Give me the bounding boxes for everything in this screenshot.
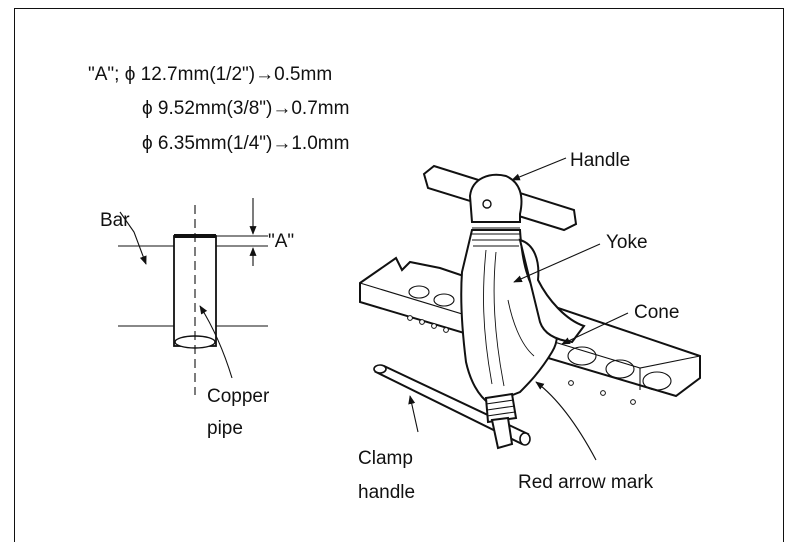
label-bar: Bar (100, 210, 130, 231)
label-copper: Copper (207, 386, 270, 407)
label-yoke: Yoke (606, 232, 648, 253)
label-a-dimension: "A" (268, 231, 294, 252)
label-handle: Handle (570, 150, 630, 171)
label-clamp: Clamp (358, 448, 413, 469)
label-cone: Cone (634, 302, 679, 323)
flaring-tool (359, 157, 701, 461)
spec-line-quarter-inch: ϕ 6.35mm(1/4")→1.0mm (142, 133, 349, 154)
diagram-frame (14, 8, 784, 542)
spec-line-half-inch: "A"; ϕ 12.7mm(1/2")→0.5mm (88, 64, 332, 85)
label-pipe: pipe (207, 418, 243, 439)
label-red-arrow-mark: Red arrow mark (518, 472, 654, 493)
spec-line-three-eighths: ϕ 9.52mm(3/8")→0.7mm (142, 98, 349, 119)
bar-and-pipe-detail (118, 198, 268, 395)
label-clamp-handle: handle (358, 482, 415, 503)
